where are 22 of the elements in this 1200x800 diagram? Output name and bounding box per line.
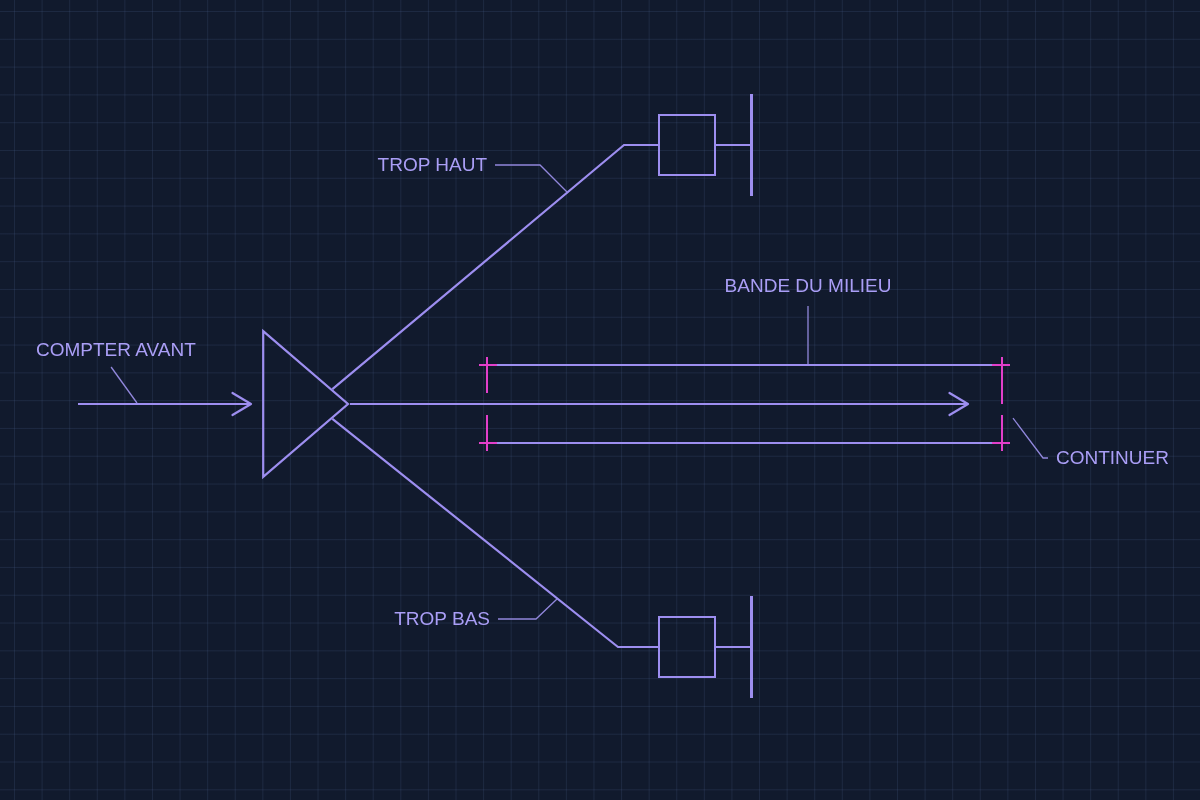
callout-label: CONTINUER (1056, 447, 1169, 469)
callout-label: BANDE DU MILIEU (724, 275, 892, 297)
triangle-symbol (262, 330, 350, 478)
end-bar (750, 596, 753, 698)
arrow (78, 391, 253, 417)
arrow (350, 391, 970, 417)
tolerance-band (479, 357, 1010, 451)
leader-line (110, 366, 138, 404)
leader-line (807, 305, 809, 366)
callout-label: TROP BAS (394, 608, 490, 630)
leader-line (497, 598, 558, 620)
end-bar (750, 94, 753, 196)
flow-line (331, 143, 658, 391)
leader-line (494, 164, 568, 193)
flow-line (716, 143, 750, 147)
flow-line (716, 645, 750, 649)
flow-line (331, 417, 658, 649)
block-box (658, 114, 716, 176)
callout-label: COMPTER AVANT (36, 339, 196, 361)
block-box (658, 616, 716, 678)
leader-line (1012, 417, 1049, 459)
callout-label: TROP HAUT (377, 154, 487, 176)
